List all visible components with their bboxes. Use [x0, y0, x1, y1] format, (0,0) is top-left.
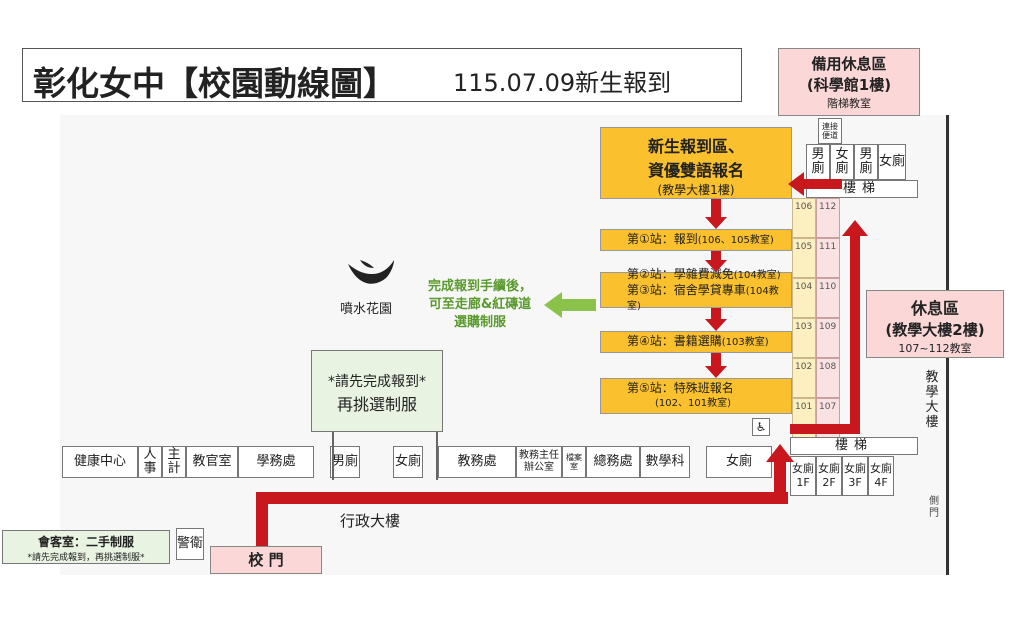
station-4-title: 第④站：書籍選購	[627, 334, 722, 348]
down-arrow-icon	[705, 353, 727, 378]
guard-room: 警衛	[176, 528, 204, 560]
green-note-line2: 可至走廊&紅磚道	[428, 297, 532, 312]
station-1-room: (106、105教室)	[697, 235, 774, 246]
station-5-room: (102、101教室)	[655, 398, 731, 409]
route-bottom-horizontal	[256, 492, 788, 504]
backup-rest-sub: (科學館1樓)	[806, 76, 892, 94]
meeting-room-secondhand-uniform: 會客室：二手制服 *請先完成報到，再挑選制服*	[2, 530, 170, 564]
classroom-103: 103	[792, 318, 816, 358]
uniform-note-line2: 再挑選制服	[336, 395, 417, 414]
side-gate-label: 側門	[929, 496, 939, 519]
room-math: 數學科	[640, 446, 690, 478]
classroom-105: 105	[792, 238, 816, 278]
page-title: 彰化女中【校園動線圖】	[33, 64, 396, 103]
room-female-restroom-2: 女廁	[706, 446, 772, 478]
room-health-center: 健康中心	[62, 446, 138, 478]
room-female-restroom: 女廁	[393, 446, 423, 478]
walkway-line	[436, 432, 438, 480]
station-box: 第②站：學雜費減免(104教室)第③站：宿舍學貸專車(104教室)	[600, 267, 792, 312]
route-corridor-horizontal	[790, 424, 854, 434]
green-note-line3: 選購制服	[453, 315, 506, 330]
admin-building-label: 行政大樓	[340, 512, 401, 530]
restroom-4f: 女廁4F	[868, 456, 894, 496]
title-box: 彰化女中【校園動線圖】 115.07.09新生報到	[22, 48, 742, 103]
classroom-106: 106	[792, 198, 816, 238]
school-gate: 校 門	[210, 546, 322, 574]
uniform-purchase-note: 完成報到手續後， 可至走廊&紅磚道 選購制服	[412, 278, 548, 332]
walkway-line	[332, 432, 334, 480]
route-from-gate-vertical	[256, 492, 268, 548]
top-restroom-2: 女廁	[830, 144, 854, 180]
room-director-office: 教務主任辦公室	[516, 446, 562, 478]
route-arrow-up-icon	[766, 444, 794, 504]
station-5: 第⑤站：特殊班報名 (102、101教室)	[627, 381, 791, 411]
classroom-108: 108	[816, 358, 840, 398]
rest-area-note: 107~112教室	[898, 342, 972, 355]
classroom-110: 110	[816, 278, 840, 318]
uniform-note-line1: *請先完成報到*	[328, 374, 426, 390]
route-arrow-up-icon	[842, 220, 868, 434]
room-male-restroom: 男廁	[330, 446, 360, 478]
bird-sculpture-icon	[348, 260, 394, 284]
down-arrow-icon	[705, 308, 727, 331]
station-2-room: (104教室)	[733, 269, 781, 281]
station-3-room: (104教室)	[627, 285, 779, 312]
station-4-room: (103教室)	[721, 337, 769, 348]
station-box: 第⑤站：特殊班報名 (102、101教室)	[600, 378, 792, 414]
room-academic: 學務處	[238, 446, 314, 478]
down-arrow-icon	[705, 199, 727, 229]
classroom-109: 109	[816, 318, 840, 358]
route-arrow-left-icon	[788, 172, 842, 196]
restroom-2f: 女廁2F	[816, 456, 842, 496]
green-arrow-left-icon	[544, 292, 596, 318]
room-archive: 檔案室	[562, 446, 586, 478]
station-4: 第④站：書籍選購(103教室)	[627, 334, 791, 350]
room-military: 教官室	[186, 446, 238, 478]
meeting-room-sub: *請先完成報到，再挑選制服*	[27, 553, 145, 563]
registration-area: 新生報到區、 資優雙語報名 (教學大樓1樓)	[600, 127, 792, 199]
classroom-112: 112	[816, 198, 840, 238]
top-restroom-3: 男廁	[854, 144, 878, 180]
classroom-102: 102	[792, 358, 816, 398]
teaching-building-label: 教學大樓	[925, 370, 939, 430]
station-1-title: 第①站：報到	[627, 232, 698, 246]
connector-walkway: 連接便道	[818, 118, 842, 144]
backup-rest-note: 階梯教室	[827, 97, 871, 110]
wheelchair-icon: ♿	[752, 418, 770, 436]
rest-area-sub: (教學大樓2樓)	[885, 321, 985, 339]
uniform-selection-note: *請先完成報到* 再挑選制服	[311, 350, 443, 432]
top-restroom-1: 男廁	[806, 144, 830, 180]
station-box: 第④站：書籍選購(103教室)	[600, 331, 792, 353]
backup-rest-title: 備用休息區	[811, 55, 887, 73]
station-3: 第③站：宿舍學貸專車(104教室)	[627, 283, 791, 314]
station-2-title: 第②站：學雜費減免	[627, 266, 734, 281]
station-2: 第②站：學雜費減免(104教室)	[627, 267, 791, 283]
rest-area-title: 休息區	[910, 299, 959, 318]
room-accounting: 主計	[162, 446, 186, 478]
registration-sub: (教學大樓1樓)	[657, 183, 735, 197]
station-5-title: 第⑤站：特殊班報名	[627, 381, 734, 395]
restroom-3f: 女廁3F	[842, 456, 868, 496]
top-restroom-4: 女廁	[878, 144, 906, 180]
meeting-room-title: 會客室：二手制服	[37, 535, 134, 549]
fountain-garden-label: 噴水花園	[340, 302, 393, 317]
station-box: 第①站：報到(106、105教室)	[600, 229, 792, 251]
room-personnel: 人事	[138, 446, 162, 478]
classroom-104: 104	[792, 278, 816, 318]
green-note-line1: 完成報到手續後，	[427, 279, 532, 294]
restroom-1f: 女廁1F	[790, 456, 816, 496]
rest-area: 休息區 (教學大樓2樓) 107~112教室	[866, 290, 1004, 358]
down-arrow-icon	[705, 251, 727, 272]
room-affairs: 總務處	[586, 446, 640, 478]
backup-rest-area: 備用休息區 (科學館1樓) 階梯教室	[778, 48, 920, 116]
registration-line2: 資優雙語報名	[647, 161, 744, 180]
classroom-111: 111	[816, 238, 840, 278]
room-general-affairs: 教務處	[438, 446, 516, 478]
registration-line1: 新生報到區、	[647, 137, 744, 156]
stairs-bottom: 樓梯	[790, 437, 918, 455]
station-3-title: 第③站：宿舍學貸專車	[627, 282, 746, 297]
event-date: 115.07.09新生報到	[453, 69, 672, 97]
station-1: 第①站：報到(106、105教室)	[627, 232, 791, 248]
